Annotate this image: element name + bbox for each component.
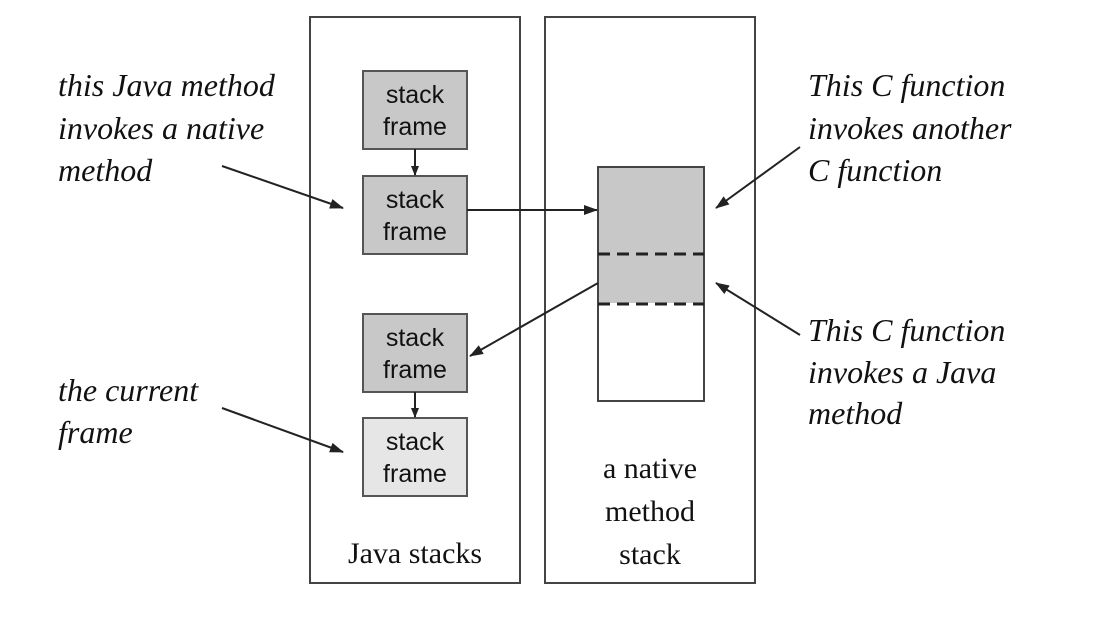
annotation-c-invokes-c-line-2: invokes another [808,110,1012,146]
annotation-c-invokes-java: This C function invokes a Java method [808,312,1005,431]
stack-frame-2-line-1: stack [386,186,445,214]
stack-frame-2-line-2: frame [383,218,447,246]
annotation-java-invokes-native-line-3: method [58,152,153,188]
annotation-current-frame-line-1: the current [58,372,199,408]
java-stacks-label: Java stacks [348,537,482,570]
stack-frame-current-line-1: stack [386,428,445,456]
stack-frame-3-line-2: frame [383,356,447,384]
annotation-current-frame-line-2: frame [58,414,133,450]
pointer-current-frame-arrow [221,407,344,453]
annotation-c-invokes-c-line-1: This C function [808,67,1005,103]
native-stack-free-region [598,303,704,401]
annotation-c-invokes-java-line-2: invokes a Java [808,354,996,390]
annotation-c-invokes-c-line-3: C function [808,152,942,188]
stack-frame-1: stack frame [362,70,468,150]
stack-frame-1-line-2: frame [383,113,447,141]
annotation-java-invokes-native-line-1: this Java method [58,67,276,103]
stack-frame-2-box [362,175,468,255]
stack-frame-1-line-1: stack [386,81,445,109]
native-stack-label-line-3: stack [619,538,681,571]
stack-frame-2: stack frame [362,175,468,255]
annotation-c-invokes-c: This C function invokes another C functi… [808,67,1012,188]
native-stack-label-line-2: method [605,495,695,528]
stack-frame-current-line-2: frame [383,460,447,488]
pointer-c-invokes-java-arrow [715,282,801,336]
stack-frame-current-box [362,417,468,497]
stack-frame-3-line-1: stack [386,324,445,352]
native-stack-used-region [598,167,704,303]
annotation-c-invokes-java-line-1: This C function [808,312,1005,348]
annotation-c-invokes-java-line-3: method [808,395,903,431]
native-method-stack-panel: a native method stack [544,16,756,584]
stack-frame-3-box [362,313,468,393]
stack-frame-1-box [362,70,468,150]
stack-frame-3: stack frame [362,313,468,393]
pointer-java-invokes-native-arrow [221,165,344,209]
stack-frame-current: stack frame [362,417,468,497]
pointer-c-invokes-c-arrow [715,146,801,209]
annotation-java-invokes-native: this Java method invokes a native method [58,67,276,188]
native-stack-label-line-1: a native [603,452,697,485]
native-to-java-call-arrow [469,282,599,357]
annotation-current-frame: the current frame [58,372,199,450]
annotation-java-invokes-native-line-2: invokes a native [58,110,264,146]
